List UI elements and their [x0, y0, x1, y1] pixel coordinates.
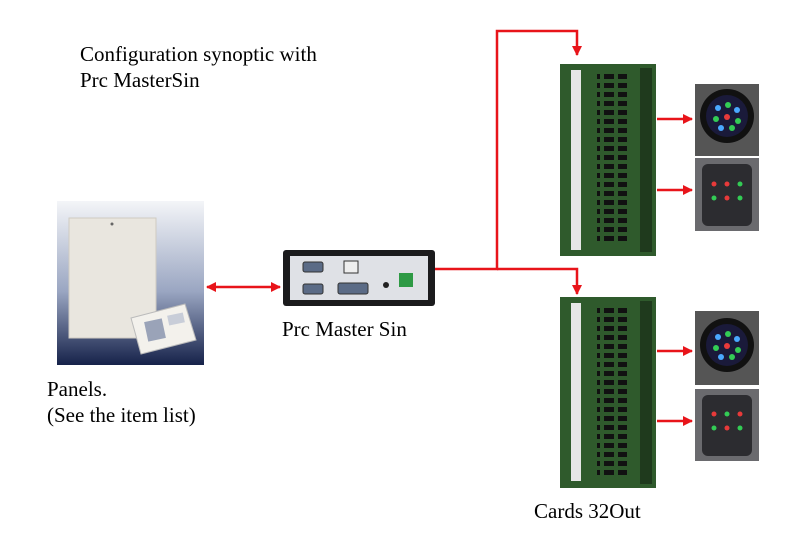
led-signal-icon-bottom — [695, 311, 759, 385]
signal-panel-icon-bottom — [695, 389, 759, 461]
diagram-title: Configuration synoptic with Prc MasterSi… — [80, 41, 317, 93]
card-32out-top — [560, 64, 656, 256]
master-cards-links — [435, 29, 582, 295]
keypad-icon — [130, 303, 197, 355]
master-caption: Prc Master Sin — [282, 317, 407, 341]
title-line-1: Configuration synoptic with — [80, 42, 317, 66]
card-output-arrows — [657, 114, 693, 426]
panels-caption-line-1: Panels. — [47, 377, 108, 401]
panels-image — [57, 201, 204, 365]
card-32out-bottom — [560, 297, 656, 488]
master-device-image — [283, 250, 435, 306]
panels-caption-line-2: (See the item list) — [47, 403, 196, 427]
panels-caption: Panels. (See the item list) — [47, 376, 196, 428]
signal-panel-icon-top — [695, 158, 759, 231]
cards-caption: Cards 32Out — [534, 499, 641, 523]
led-signal-icon-top — [695, 84, 759, 156]
title-line-2: Prc MasterSin — [80, 68, 200, 92]
